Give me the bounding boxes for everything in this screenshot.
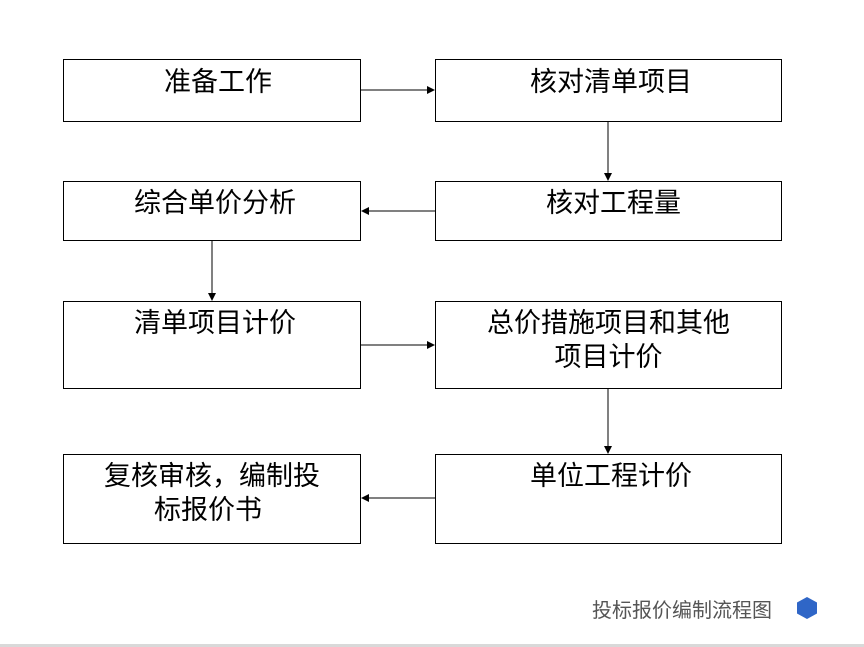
step-measures-pricing-label-line2: 项目计价: [554, 342, 663, 373]
step-unit-price-analysis-box: 综合单价分析: [63, 181, 361, 241]
step-review-label-line2: 标报价书: [154, 495, 262, 526]
step-check-items-box: 核对清单项目: [435, 59, 782, 122]
step-item-pricing-label: 清单项目计价: [134, 308, 296, 339]
step-review-box: 复核审核，编制投 标报价书: [63, 454, 361, 544]
step-prep-label: 准备工作: [164, 67, 272, 98]
step-check-quantity-label: 核对工程量: [546, 188, 681, 219]
step-unit-project-pricing-label: 单位工程计价: [530, 461, 692, 492]
step-item-pricing-box: 清单项目计价: [63, 301, 361, 389]
step-check-quantity-box: 核对工程量: [435, 181, 782, 241]
hexagon-icon: [797, 597, 817, 619]
step-unit-price-analysis-label: 综合单价分析: [134, 188, 296, 219]
step-measures-pricing-label-line1: 总价措施项目和其他: [487, 308, 730, 339]
step-review-label-line1: 复核审核，编制投: [104, 461, 320, 492]
bottom-divider: [0, 644, 864, 647]
step-measures-pricing-box: 总价措施项目和其他 项目计价: [435, 301, 782, 389]
step-unit-project-pricing-box: 单位工程计价: [435, 454, 782, 544]
step-prep-box: 准备工作: [63, 59, 361, 122]
diagram-caption: 投标报价编制流程图: [592, 598, 772, 622]
step-check-items-label: 核对清单项目: [530, 67, 692, 98]
